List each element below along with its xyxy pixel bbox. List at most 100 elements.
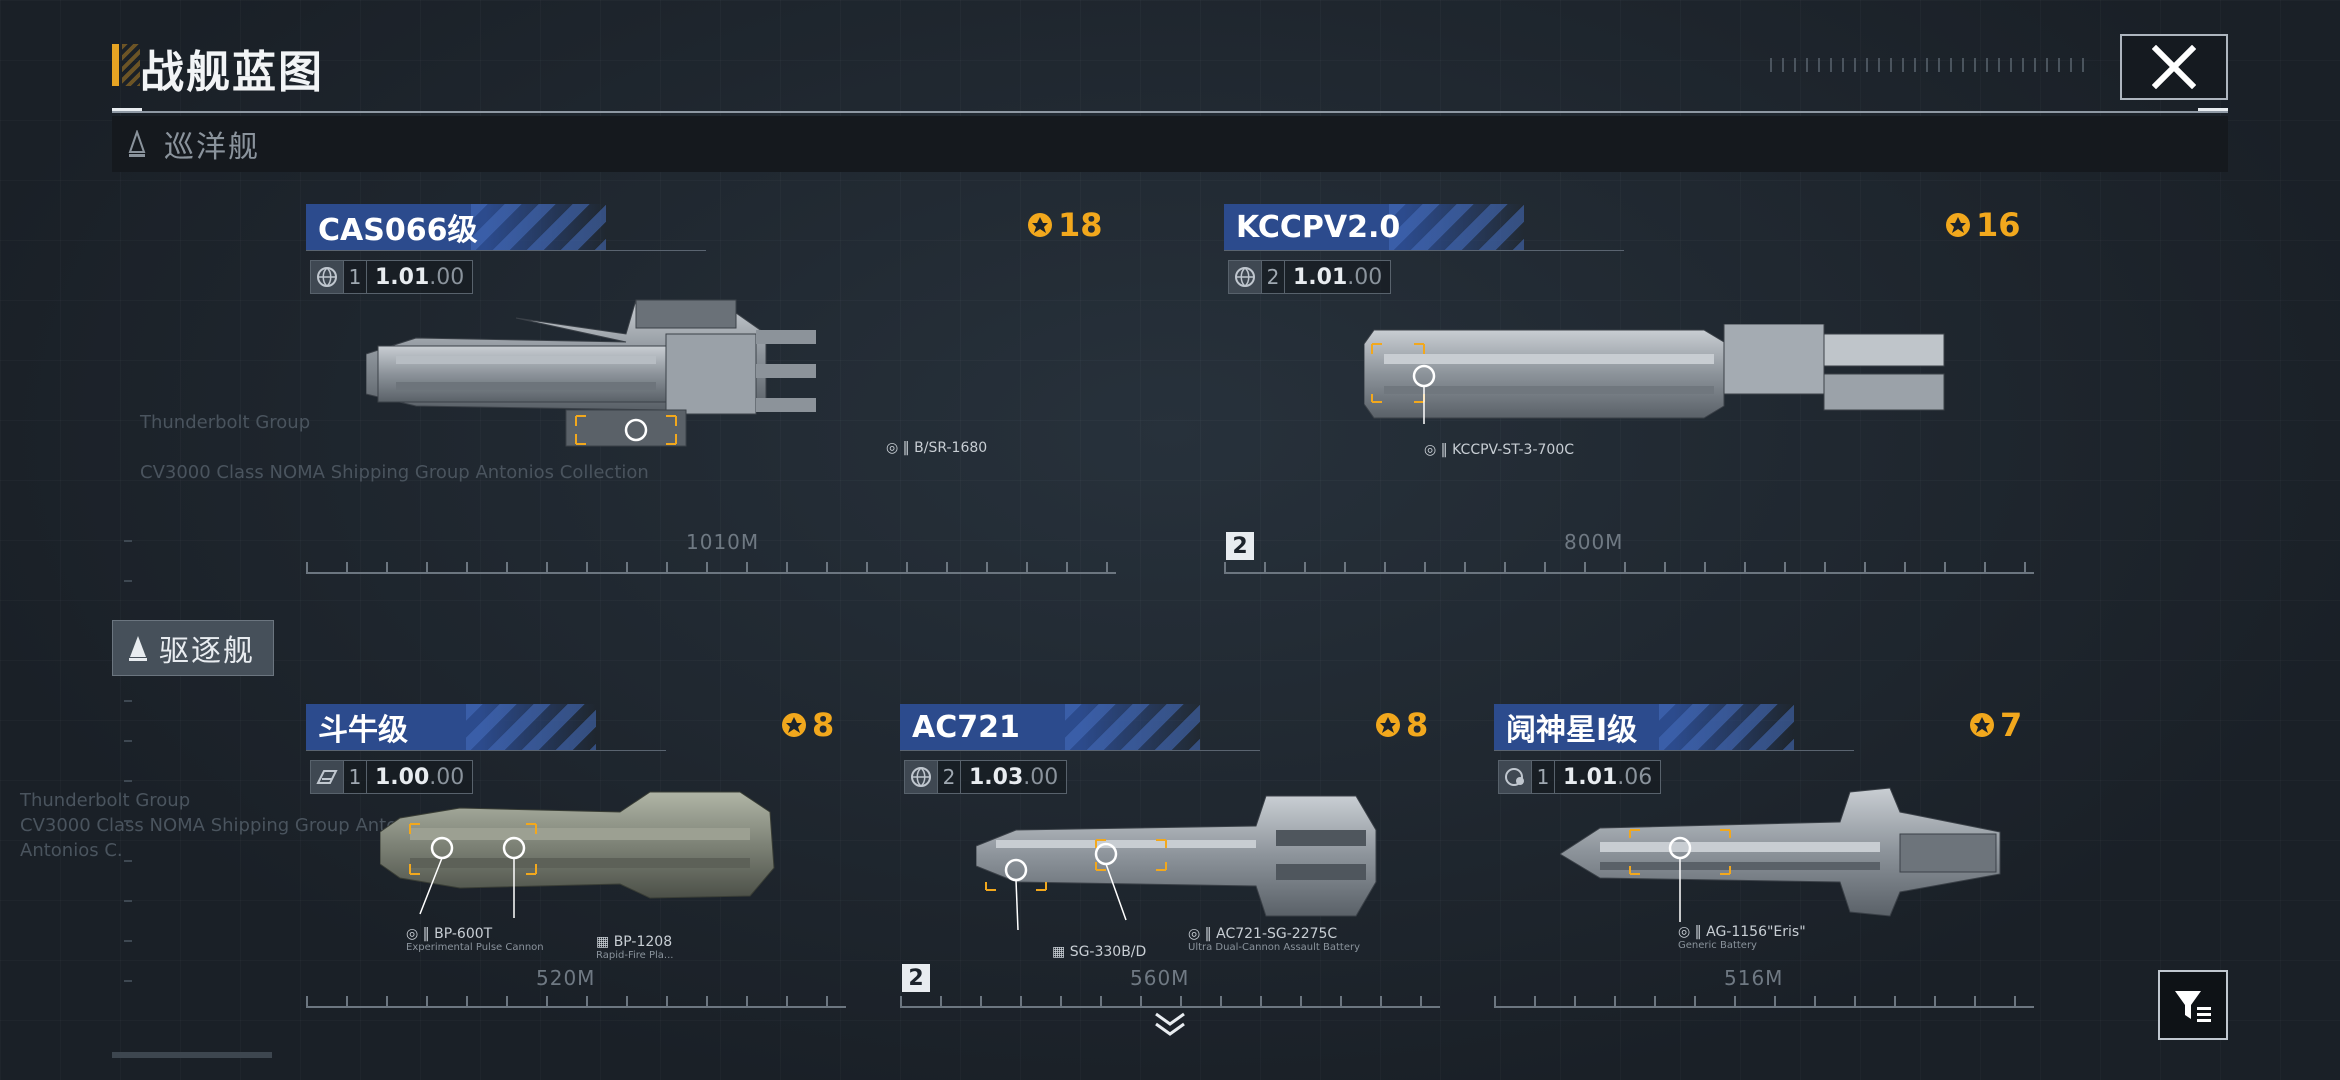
plate-stripes <box>465 704 596 750</box>
ship-card[interactable]: KCCPV2.0 16 2 1.01.00 ◎ ‖ KCCPV-ST-3-700… <box>1224 204 2034 574</box>
ship-cost: 16 <box>1944 206 2021 244</box>
ship-name: AC721 <box>912 709 1020 745</box>
weapon-desc: Experimental Pulse Cannon <box>406 942 544 953</box>
manufacturer-icon <box>311 761 343 793</box>
ship-stats: 1 1.00.00 <box>310 760 474 794</box>
ship-blueprint-image <box>366 299 816 447</box>
card-divider <box>306 750 666 751</box>
ship-blueprint-image <box>976 795 1377 930</box>
length-scale <box>306 982 846 1008</box>
weapon-code: AG-1156"Eris" <box>1706 924 1806 940</box>
ship-cost: 18 <box>1026 206 1103 244</box>
plate-stripes <box>1659 704 1794 750</box>
ship-length: 1010M <box>686 530 760 554</box>
page-title: 战舰蓝图 <box>140 47 324 98</box>
length-scale <box>900 982 1440 1008</box>
version-main: 1.01 <box>375 264 430 290</box>
weapon-label: ◎ ‖ KCCPV-ST-3-700C <box>1424 442 1575 458</box>
version-fraction: .00 <box>1023 764 1059 790</box>
filter-icon <box>2175 991 2211 1022</box>
fleet-badge-icon <box>1946 213 1970 237</box>
weapon-code: BP-1208 <box>613 934 673 950</box>
scrollbar[interactable] <box>112 1052 272 1058</box>
fleet-badge-icon <box>782 713 806 737</box>
globe-icon <box>905 761 937 793</box>
globe-gear-icon <box>1499 761 1531 793</box>
length-scale <box>1224 548 2034 574</box>
ship-name: CAS066级 <box>318 213 478 248</box>
ship-card[interactable]: CAS066级 18 1 1.01.00 ◎ ‖ B/SR-1680 1010M <box>306 204 1116 574</box>
ship-name: 阋神星I级 <box>1506 713 1638 748</box>
version-main: 1.03 <box>969 764 1024 790</box>
version-main: 1.00 <box>375 764 430 790</box>
ship-version: 1.03.00 <box>960 761 1066 793</box>
card-divider <box>900 750 1260 751</box>
ship-tier: 2 <box>1261 261 1284 293</box>
weapon-label: ◎ ‖ B/SR-1680 <box>886 440 988 456</box>
weapon-code: AC721-SG-2275C <box>1216 926 1338 942</box>
version-main: 1.01 <box>1293 264 1348 290</box>
plate-stripes <box>1065 704 1200 750</box>
version-fraction: .00 <box>429 264 465 290</box>
ship-name-plate: CAS066级 <box>306 204 606 250</box>
fleet-badge-icon <box>1970 713 1994 737</box>
ship-blueprint-image <box>1560 787 2001 922</box>
weapon-desc: Rapid-Fire Pla... <box>596 950 674 961</box>
ship-length: 520M <box>536 966 596 990</box>
ship-class-icon <box>129 636 147 661</box>
weapon-code: KCCPV-ST-3-700C <box>1452 442 1575 458</box>
cost-value: 16 <box>1976 206 2021 244</box>
plate-stripes <box>471 204 606 250</box>
ship-cost: 8 <box>780 706 834 744</box>
category-label: 巡洋舰 <box>164 130 260 165</box>
ship-version: 1.01.06 <box>1554 761 1660 793</box>
ship-length: 800M <box>1564 530 1624 554</box>
ship-name-plate: 斗牛级 <box>306 704 596 750</box>
weapon-desc: Generic Battery <box>1678 940 1757 951</box>
ship-card[interactable]: 阋神星I级 7 1 1.01.06 ◎ ‖ AG-1156"Eris"Gener… <box>1494 704 2034 1008</box>
weapon-label: ▦ SG-330B/D <box>1052 944 1147 960</box>
title-accent-stripes <box>122 44 140 86</box>
ship-tier: 2 <box>937 761 960 793</box>
ship-length: 560M <box>1130 966 1190 990</box>
weapon-label: ◎ ‖ AG-1156"Eris"Generic Battery <box>1678 924 1806 951</box>
weapon-code: BP-600T <box>434 926 493 942</box>
ship-stats: 2 1.01.00 <box>1228 260 1392 294</box>
category-header-destroyer[interactable]: 驱逐舰 <box>112 620 274 676</box>
close-button[interactable] <box>2120 34 2228 100</box>
ship-card[interactable]: AC721 8 2 1.03.00 ▦ SG-330B/D ◎ ‖ AC721-… <box>900 704 1440 1008</box>
version-main: 1.01 <box>1563 764 1618 790</box>
fleet-badge-icon <box>1376 713 1400 737</box>
chevron-down-icon[interactable] <box>1152 1010 1188 1038</box>
ship-name-plate: 阋神星I级 <box>1494 704 1794 750</box>
category-header-cruiser[interactable]: 巡洋舰 <box>112 116 2228 172</box>
ship-stats: 1 1.01.00 <box>310 260 474 294</box>
plate-stripes <box>1389 204 1524 250</box>
close-icon <box>2152 45 2196 89</box>
card-divider <box>1494 750 1854 751</box>
globe-icon <box>1229 261 1261 293</box>
ship-blueprint-image <box>380 791 775 918</box>
ship-tier: 1 <box>343 261 366 293</box>
cost-value: 8 <box>1406 706 1429 744</box>
ship-name-plate: KCCPV2.0 <box>1224 204 1524 250</box>
length-scale <box>1494 982 2034 1008</box>
header-divider-cap <box>2198 108 2228 111</box>
ship-class-icon <box>128 130 146 157</box>
ship-tier: 1 <box>1531 761 1554 793</box>
category-label: 驱逐舰 <box>159 634 255 669</box>
version-fraction: .06 <box>1617 764 1653 790</box>
weapon-code: SG-330B/D <box>1069 944 1147 960</box>
header-divider-cap <box>112 108 142 111</box>
filter-button[interactable] <box>2158 970 2228 1040</box>
fleet-badge-icon <box>1028 213 1052 237</box>
card-divider <box>306 250 706 251</box>
title-accent-bar <box>112 44 119 86</box>
globe-icon <box>311 261 343 293</box>
background-caption: Thunderbolt Group <box>20 790 191 811</box>
ship-cost: 8 <box>1374 706 1428 744</box>
ship-length: 516M <box>1724 966 1784 990</box>
